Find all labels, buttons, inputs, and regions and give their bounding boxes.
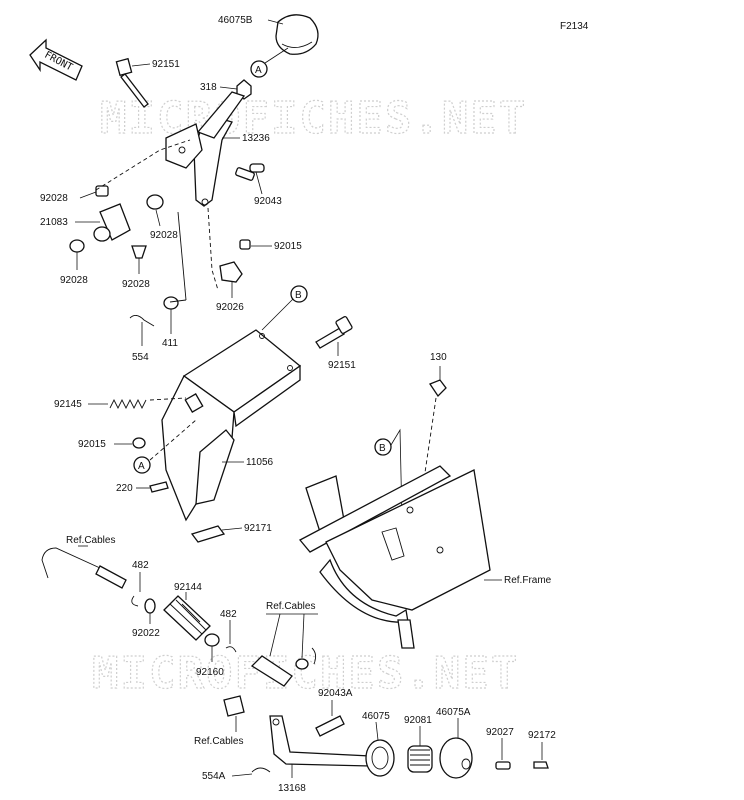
bushing-92028-b	[146, 194, 164, 210]
cable-end	[41, 547, 127, 589]
frame	[298, 465, 491, 649]
lever-13236	[165, 91, 246, 207]
bushing-92015-a	[239, 239, 251, 250]
part-label-318: 318	[200, 82, 217, 93]
bracket-92026	[219, 261, 243, 283]
clip-482-b	[225, 646, 237, 653]
watermark-bottom: MICROFICHES.NET	[92, 648, 519, 699]
knob-46075b	[275, 14, 319, 55]
part-label-482-a: 482	[132, 560, 149, 571]
callout-a-top-text: A	[255, 65, 262, 76]
part-label-220: 220	[116, 483, 133, 494]
spring-92081	[407, 745, 433, 773]
callout-b-mid	[290, 285, 308, 303]
part-label-92022: 92022	[132, 628, 160, 639]
bushing-92028-a	[95, 185, 109, 197]
bushing-92160	[204, 633, 220, 647]
part-label-92151-a: 92151	[152, 59, 180, 70]
diagram-code: F2134	[560, 21, 589, 32]
part-label-92160: 92160	[196, 667, 224, 678]
ref-label-frame: Ref.Frame	[504, 575, 552, 586]
grip-46075	[365, 739, 395, 777]
part-label-92043: 92043	[254, 196, 282, 207]
part-label-92026: 92026	[216, 302, 244, 313]
spring-92144	[163, 595, 211, 641]
front-arrow-icon: FRONT	[29, 38, 83, 81]
part-label-554: 554	[132, 352, 149, 363]
clamp-92171	[190, 525, 226, 543]
holder-21083	[93, 203, 131, 242]
part-label-482-b: 482	[220, 609, 237, 620]
part-label-92151-b: 92151	[328, 360, 356, 371]
ref-label-cables-b: Ref.Cables	[266, 601, 315, 612]
washer-411	[163, 296, 179, 310]
part-label-554a: 554A	[202, 771, 226, 782]
callout-a-mid-text: A	[138, 461, 145, 472]
pin-lower	[223, 695, 245, 717]
part-label-92081: 92081	[404, 715, 432, 726]
part-label-21083: 21083	[40, 217, 68, 228]
ref-label-cables-a: Ref.Cables	[66, 535, 115, 546]
part-label-46075: 46075	[362, 711, 390, 722]
part-label-92171: 92171	[244, 523, 272, 534]
callout-b-right-text: B	[379, 443, 386, 454]
part-label-92028-c: 92028	[60, 275, 88, 286]
watermark-top: MICROFICHES.NET	[100, 93, 527, 144]
part-92027	[495, 761, 511, 770]
part-label-92028-b: 92028	[150, 230, 178, 241]
part-label-13168: 13168	[278, 783, 306, 794]
callout-b-right	[374, 438, 392, 456]
part-label-92027: 92027	[486, 727, 514, 738]
link-plate	[250, 647, 317, 687]
part-label-46075a: 46075A	[436, 707, 471, 718]
bolt-130	[429, 379, 447, 398]
cap-46075a	[439, 737, 473, 779]
bushing-92028-c	[69, 239, 85, 253]
part-label-11056: 11056	[246, 457, 274, 468]
part-label-92172: 92172	[528, 730, 556, 741]
pin-92043a	[315, 715, 345, 737]
part-label-92028-a: 92028	[40, 193, 68, 204]
cotter-pin-554a	[251, 767, 271, 773]
bushing-92015-b	[132, 437, 146, 449]
ref-label-cables-c: Ref.Cables	[194, 736, 243, 747]
part-label-92015-b: 92015	[78, 439, 106, 450]
bracket-11056	[161, 329, 302, 522]
lever-arm-13168	[269, 715, 371, 767]
washer-92022	[144, 598, 156, 614]
pin-92043	[235, 163, 265, 181]
spring-92145	[109, 397, 187, 410]
part-label-92043a: 92043A	[318, 688, 353, 699]
screw-220	[149, 481, 169, 493]
bolt-92151-mid	[315, 316, 353, 349]
cotter-pin-554	[129, 315, 155, 327]
callout-a-mid	[133, 456, 151, 474]
part-label-46075b: 46075B	[218, 15, 253, 26]
part-label-13236: 13236	[242, 133, 270, 144]
part-label-92145: 92145	[54, 399, 82, 410]
part-label-92028-d: 92028	[122, 279, 150, 290]
part-label-92144: 92144	[174, 582, 202, 593]
part-label-411: 411	[162, 338, 178, 349]
part-label-92015-a: 92015	[274, 241, 302, 252]
screw-92172	[533, 761, 549, 769]
part-label-130: 130	[430, 352, 447, 363]
callout-b-mid-text: B	[295, 290, 302, 301]
clip-482-a	[131, 595, 139, 607]
bushing-92028-d	[131, 245, 147, 259]
callout-a-top	[250, 60, 268, 78]
bolt-92151-top	[115, 57, 149, 108]
